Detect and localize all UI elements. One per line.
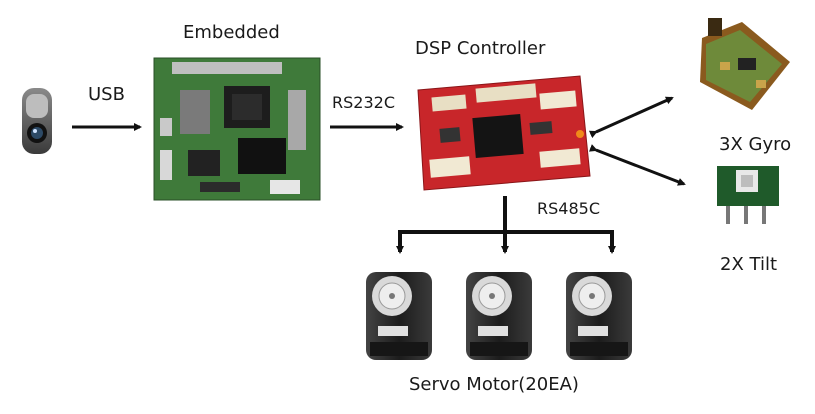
gyro-arrow [588, 96, 674, 139]
dsp-controller-board [417, 75, 591, 191]
rs485c-label: RS485C [537, 199, 600, 218]
servo-motor-2 [466, 272, 532, 360]
gyro-label: 3X Gyro [719, 134, 792, 155]
servo-motor-3 [566, 272, 632, 360]
servo-label: Servo Motor(20EA) [409, 374, 579, 395]
tilt-arrow [588, 144, 686, 186]
tilt-label: 2X Tilt [720, 254, 778, 275]
gyro-sensor [700, 18, 790, 110]
embedded-board [153, 57, 321, 201]
rs232c-label: RS232C [332, 93, 395, 112]
dsp-controller-label: DSP Controller [415, 38, 546, 59]
rs485c-bus [396, 196, 616, 254]
servo-motor-1 [366, 272, 432, 360]
usb-label: USB [88, 84, 125, 105]
tilt-sensor [717, 166, 779, 224]
webcam-icon [22, 88, 52, 154]
embedded-label: Embedded [183, 22, 280, 43]
